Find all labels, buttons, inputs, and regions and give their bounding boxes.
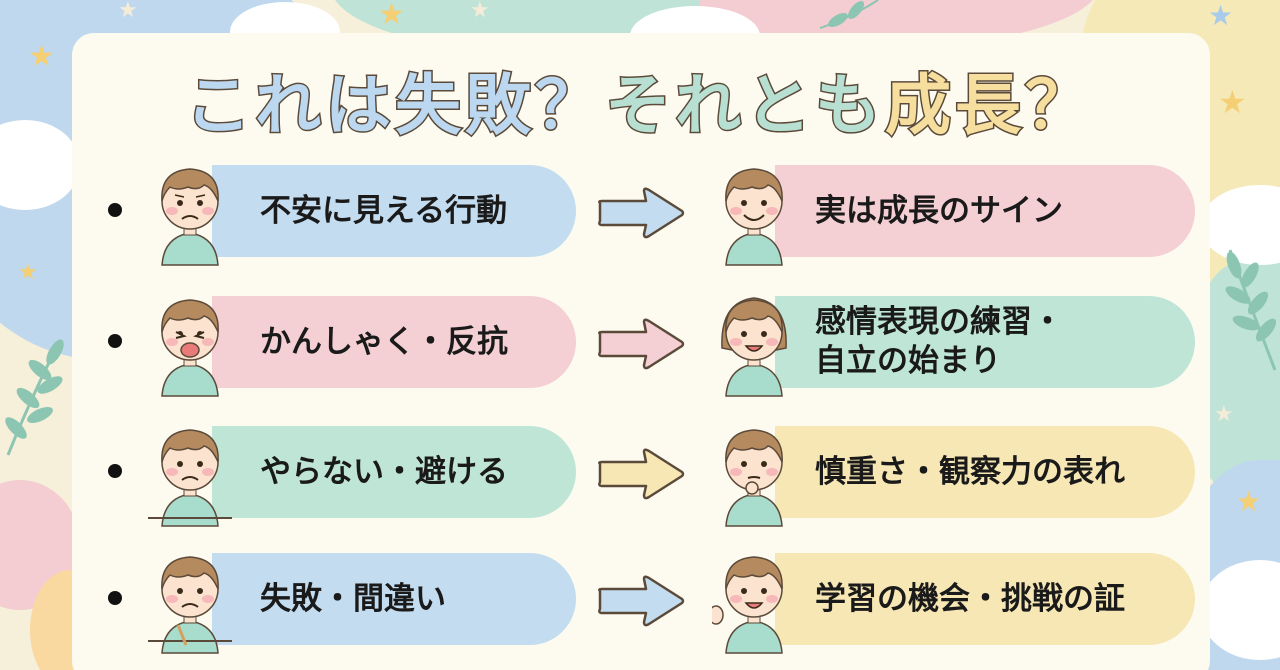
happy-girl-icon (712, 288, 796, 398)
waving-child-icon (708, 545, 796, 655)
comparison-row: やらない・避ける 慎重さ・観察力の表れ (0, 418, 1280, 528)
star-icon: ★ (1208, 0, 1234, 32)
comparison-row: かんしゃく・反抗 感情表現の練習・ 自立の始まり (0, 288, 1280, 398)
behavior-label: かんしゃく・反抗 (212, 296, 576, 388)
star-icon: ★ (1214, 402, 1234, 427)
arrow-right-icon (594, 187, 686, 239)
star-icon: ★ (18, 260, 38, 285)
bullet-icon (108, 591, 122, 605)
bullet-icon (108, 203, 122, 217)
title-part-or: それとも (604, 66, 885, 146)
arrow-right-icon (594, 448, 686, 500)
smiling-child-hands-on-hips-icon (712, 157, 796, 267)
star-icon: ★ (1236, 485, 1262, 518)
meaning-text-line1: 感情表現の練習・ (815, 304, 1063, 341)
meaning-label: 学習の機会・挑戦の証 (775, 553, 1195, 645)
meaning-text: 実は成長のサイン (815, 192, 1063, 229)
comparison-row: 失敗・間違い 学習の機会・挑戦の証 (0, 545, 1280, 655)
meaning-text-line2: 自立の始まり (815, 343, 1001, 379)
behavior-label: やらない・避ける (212, 426, 576, 518)
meaning-text: 学習の機会・挑戦の証 (815, 580, 1125, 617)
page-title: これは失敗？それとも成長？ (0, 52, 1280, 148)
star-icon: ★ (378, 0, 405, 32)
behavior-label: 失敗・間違い (212, 553, 576, 645)
star-icon: ★ (1218, 83, 1247, 121)
leaf-branch-icon (1220, 245, 1280, 375)
comparison-row: 不安に見える行動 実は成長のサイン (0, 157, 1280, 267)
sad-writing-child-icon (148, 545, 232, 655)
behavior-text: 不安に見える行動 (260, 192, 508, 229)
angry-child-icon (148, 288, 232, 398)
star-icon: ★ (470, 0, 490, 23)
star-icon: ★ (118, 0, 138, 23)
arrow-right-icon (594, 318, 686, 370)
title-part-growth: 成長？ (884, 66, 1095, 146)
bored-child-icon (148, 418, 232, 528)
meaning-label: 慎重さ・観察力の表れ (775, 426, 1195, 518)
meaning-label: 感情表現の練習・ 自立の始まり (775, 296, 1195, 388)
behavior-text: 失敗・間違い (260, 580, 446, 617)
bullet-icon (108, 334, 122, 348)
title-part-failure: これは失敗？ (184, 66, 605, 146)
leaf-branch-icon (819, 0, 880, 30)
meaning-label: 実は成長のサイン (775, 165, 1195, 257)
star-icon: ★ (28, 39, 55, 74)
thinking-child-icon (712, 418, 796, 528)
bullet-icon (108, 464, 122, 478)
behavior-label: 不安に見える行動 (212, 165, 576, 257)
behavior-text: かんしゃく・反抗 (260, 323, 508, 360)
meaning-text: 慎重さ・観察力の表れ (815, 453, 1125, 490)
worried-child-icon (148, 157, 232, 267)
arrow-right-icon (594, 575, 686, 627)
behavior-text: やらない・避ける (260, 453, 508, 490)
leaf-branch-icon (0, 330, 70, 460)
